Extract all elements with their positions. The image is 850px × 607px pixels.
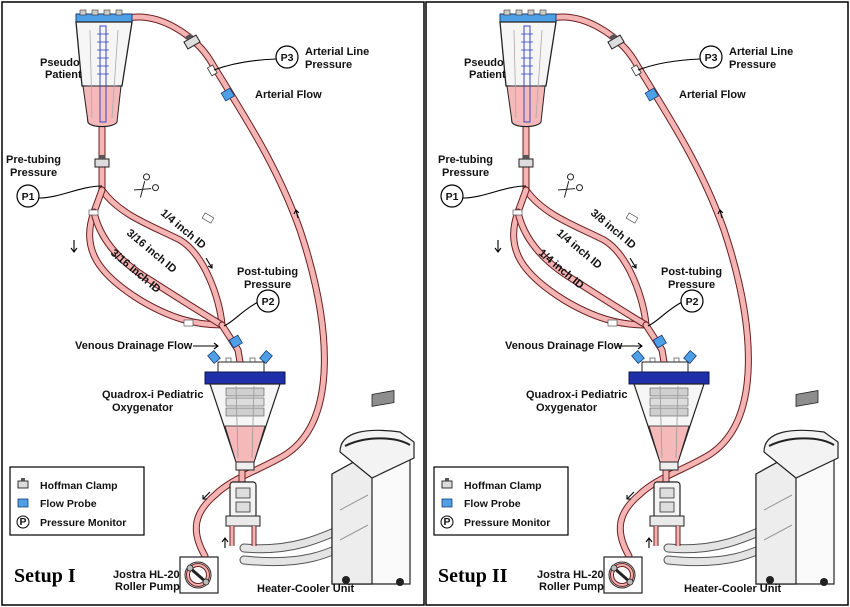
flow-probe-icon (441, 498, 453, 508)
hoffman-clamp-icon (17, 478, 29, 489)
pump-label: Jostra HL-20 Roller Pump (537, 569, 607, 593)
arterial-line-line1: Arterial Line (729, 46, 793, 58)
legend-box (9, 466, 145, 536)
arterial-line-line1: Arterial Line (305, 46, 369, 58)
venous-drainage-label: Venous Drainage Flow (505, 340, 623, 352)
legend-hoffman-text: Hoffman Clamp (464, 480, 542, 492)
pre-tubing-line1: Pre-tubing (6, 154, 61, 166)
pseudo-patient-label: Pseudo Patient (464, 57, 507, 81)
legend-flow-probe-text: Flow Probe (40, 498, 97, 510)
p2-label: P2 (686, 296, 699, 308)
heater-cooler-label: Heater-Cooler Unit (257, 583, 355, 595)
pseudo-patient-line2: Patient (45, 69, 82, 81)
setup-title: Setup I (14, 565, 76, 587)
arterial-line-line2: Pressure (729, 59, 776, 71)
pump-line1: Jostra HL-20 (537, 569, 604, 581)
panel-1-border (1, 1, 425, 606)
pressure-monitor-symbol: P (19, 516, 26, 528)
pre-tubing-label: Pre-tubing Pressure (438, 154, 496, 179)
hoffman-clamp-icon (441, 478, 453, 489)
oxygenator-label: Quadrox-i Pediatric Oxygenator (102, 389, 207, 414)
p3-label: P3 (281, 52, 294, 64)
p1-monitor: P1 (440, 184, 464, 208)
post-tubing-line2: Pressure (668, 279, 715, 291)
oxygenator-line1: Quadrox-i Pediatric (526, 389, 627, 401)
p1-label: P1 (446, 191, 459, 203)
post-tubing-line2: Pressure (244, 279, 291, 291)
post-tubing-label: Post-tubing Pressure (237, 266, 301, 291)
pseudo-patient-line1: Pseudo (464, 57, 504, 69)
p2-monitor: P2 (256, 289, 280, 313)
oxygenator-line1: Quadrox-i Pediatric (102, 389, 203, 401)
pump-line2: Roller Pump (539, 581, 604, 593)
pre-tubing-line2: Pressure (442, 167, 489, 179)
post-tubing-line1: Post-tubing (237, 266, 298, 278)
pump-line2: Roller Pump (115, 581, 180, 593)
p1-monitor: P1 (16, 184, 40, 208)
pre-tubing-line2: Pressure (10, 167, 57, 179)
venous-drainage-label: Venous Drainage Flow (75, 340, 193, 352)
pre-tubing-label: Pre-tubing Pressure (6, 154, 64, 179)
pump-line1: Jostra HL-20 (113, 569, 180, 581)
oxygenator-line2: Oxygenator (112, 402, 174, 414)
setup-title: Setup II (438, 565, 508, 587)
pressure-monitor-icon: P (440, 515, 454, 529)
arterial-line-label: Arterial Line Pressure (729, 46, 796, 71)
pre-tubing-line1: Pre-tubing (438, 154, 493, 166)
legend-box (433, 466, 569, 536)
legend-hoffman-text: Hoffman Clamp (40, 480, 118, 492)
pump-label: Jostra HL-20 Roller Pump (113, 569, 183, 593)
pseudo-patient-line1: Pseudo (40, 57, 80, 69)
pressure-monitor-symbol: P (443, 516, 450, 528)
setup-2-panel: P1 P2 P3 Pseudo Patient Pre-tubing Press… (433, 10, 838, 595)
p3-monitor: P3 (275, 45, 299, 69)
legend-pressure-text: Pressure Monitor (464, 517, 550, 529)
oxygenator-line2: Oxygenator (536, 402, 598, 414)
arterial-line-line2: Pressure (305, 59, 352, 71)
legend: Hoffman Clamp Flow Probe P Pressure Moni… (9, 466, 145, 536)
arterial-line-label: Arterial Line Pressure (305, 46, 372, 71)
legend-pressure-text: Pressure Monitor (40, 517, 126, 529)
p2-label: P2 (262, 296, 275, 308)
pseudo-patient-line2: Patient (469, 69, 506, 81)
pressure-monitor-icon: P (16, 515, 30, 529)
post-tubing-label: Post-tubing Pressure (661, 266, 725, 291)
p2-monitor: P2 (680, 289, 704, 313)
legend-flow-probe-text: Flow Probe (464, 498, 521, 510)
heater-cooler-label: Heater-Cooler Unit (684, 583, 782, 595)
pseudo-patient-label: Pseudo Patient (40, 57, 83, 81)
arterial-flow-label: Arterial Flow (255, 89, 322, 101)
legend: Hoffman Clamp Flow Probe P Pressure Moni… (433, 466, 569, 536)
oxygenator-label: Quadrox-i Pediatric Oxygenator (526, 389, 631, 414)
p3-label: P3 (705, 52, 718, 64)
p1-label: P1 (22, 191, 35, 203)
arterial-flow-label: Arterial Flow (679, 89, 746, 101)
post-tubing-line1: Post-tubing (661, 266, 722, 278)
flow-probe-icon (17, 498, 29, 508)
setup-1-panel: P1 P2 P3 Pseudo Patient Pre-tubing Press… (6, 10, 414, 595)
p3-monitor: P3 (699, 45, 723, 69)
panel-2-border (425, 1, 849, 606)
